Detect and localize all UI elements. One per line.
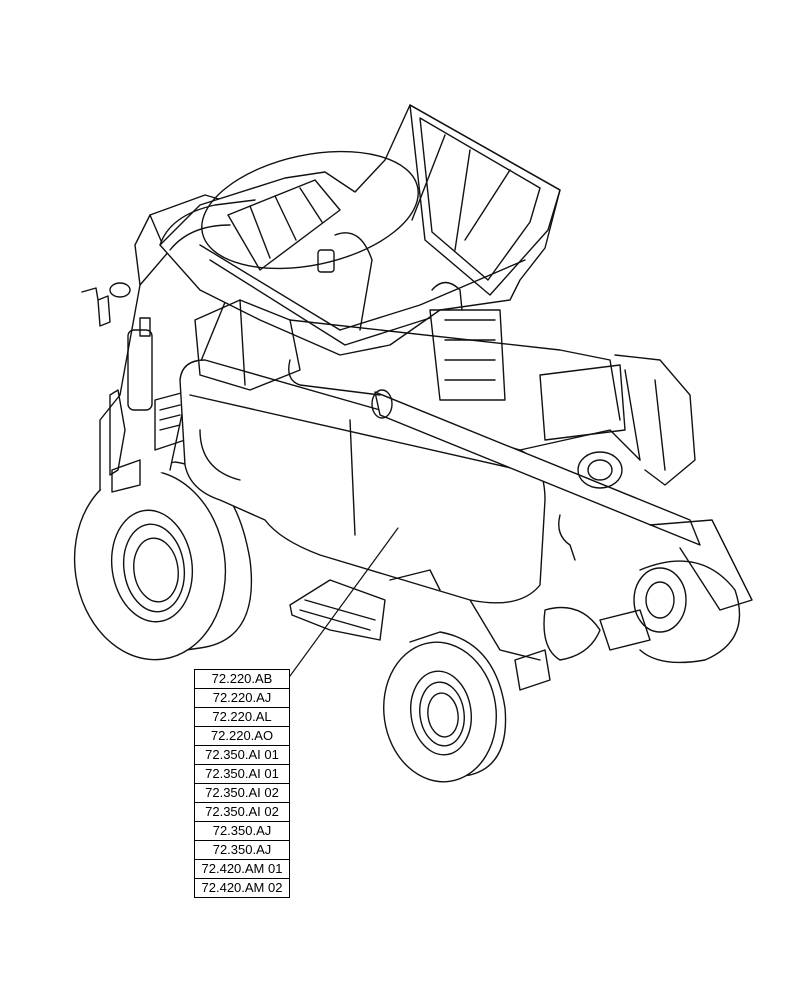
engine-deck — [429, 309, 696, 489]
reference-code-row[interactable]: 72.350.AJ — [195, 841, 289, 860]
grain-tank — [159, 104, 561, 356]
reference-code-row[interactable]: 72.420.AM 02 — [201, 880, 283, 895]
unloading-auger — [288, 359, 753, 611]
leader-line — [289, 527, 399, 677]
reference-code-row[interactable]: 72.420.AM 01 — [195, 860, 289, 879]
reference-code-row[interactable]: 72.350.AI 02 — [195, 803, 289, 822]
reference-code-row[interactable]: 72.350.AJ — [195, 822, 289, 841]
undercarriage — [289, 569, 651, 691]
reference-code-row[interactable]: 72.220.AB — [195, 670, 289, 689]
reference-code-row[interactable]: 72.350.AI 02 — [195, 784, 289, 803]
front-left-wheel — [73, 461, 253, 661]
reference-code-row[interactable]: 72.220.AJ — [195, 689, 289, 708]
reference-code-row[interactable]: 72.220.AL — [195, 708, 289, 727]
reference-code-row[interactable]: 72.220.AO — [195, 727, 289, 746]
main-body — [179, 299, 641, 661]
front-right-wheel — [382, 631, 507, 783]
reference-code-row[interactable]: 72.350.AI 01 — [195, 746, 289, 765]
rear-right-wheel — [633, 560, 741, 664]
reference-code-row[interactable]: 72.350.AI 01 — [195, 765, 289, 784]
